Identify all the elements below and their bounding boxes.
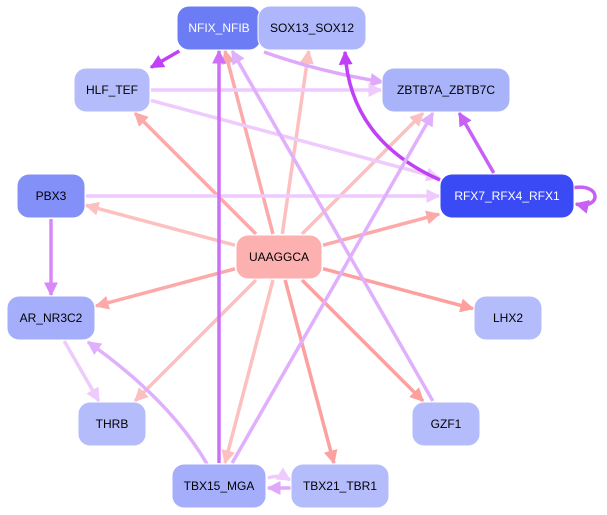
node-gzf1[interactable]: GZF1 [411,401,481,447]
node-tbx21-tbr1[interactable]: TBX21_TBR1 [290,463,390,509]
node-sox13-sox12[interactable]: SOX13_SOX12 [257,5,367,51]
edge-rfx7-rfx4-rfx1-to-sox13-sox12 [338,50,441,182]
node-label: SOX13_SOX12 [270,21,354,35]
node-label: RFX7_RFX4_RFX1 [454,189,560,203]
node-box[interactable] [235,234,323,280]
node-box[interactable] [6,295,96,341]
edge-uaaggca-to-hlf-tef [133,111,258,236]
node-box[interactable] [171,463,267,509]
node-label: NFIX_NFIB [188,21,249,35]
edge-rfx7-rfx4-rfx1-to-rfx7-rfx4-rfx1 [571,185,597,214]
node-nfix-nfib[interactable]: NFIX_NFIB [176,5,262,51]
edge-uaaggca-to-nfix-nfib [221,49,275,235]
node-box[interactable] [77,401,147,447]
node-label: LHX2 [493,311,523,325]
node-lhx2[interactable]: LHX2 [473,295,543,341]
node-box[interactable] [290,463,390,509]
node-label: THRB [96,417,129,431]
edge-rfx7-rfx4-rfx1-to-zbtb7a-zbtb7c [457,111,496,174]
node-box[interactable] [257,5,367,51]
edge-uaaggca-to-thrb [133,278,258,403]
node-uaaggca[interactable]: UAAGGCA [235,234,323,280]
node-pbx3[interactable]: PBX3 [16,173,86,219]
edge-nfix-nfib-to-hlf-tef [149,49,181,69]
edge-uaaggca-to-lhx2 [322,267,475,313]
node-box[interactable] [473,295,543,341]
edge-uaaggca-to-ar-nr3c2 [94,267,236,310]
node-box[interactable] [411,401,481,447]
node-rfx7-rfx4-rfx1[interactable]: RFX7_RFX4_RFX1 [439,173,575,219]
node-label: TBX21_TBR1 [303,479,377,493]
edge-tbx15-mga-to-tbx21-tbr1 [267,467,292,482]
edge-uaaggca-to-pbx3 [84,201,236,247]
node-label: ZBTB7A_ZBTB7C [397,83,495,97]
edge-tbx15-mga-to-ar-nr3c2 [86,340,209,465]
node-box[interactable] [73,67,151,113]
node-tbx15-mga[interactable]: TBX15_MGA [171,463,267,509]
node-label: HLF_TEF [86,83,138,97]
edge-uaaggca-to-gzf1 [300,278,425,403]
edge-uaaggca-to-sox13-sox12 [280,49,314,235]
node-box[interactable] [381,67,511,113]
edge-tbx15-mga-to-zbtb7a-zbtb7c [230,111,435,464]
node-label: PBX3 [36,189,67,203]
edge-ar-nr3c2-to-thrb [62,340,101,403]
node-label: UAAGGCA [249,250,309,264]
node-hlf-tef[interactable]: HLF_TEF [73,67,151,113]
node-label: AR_NR3C2 [20,311,83,325]
edge-nfix-nfib-to-zbtb7a-zbtb7c [263,50,385,87]
edge-hlf-tef-to-rfx7-rfx4-rfx1 [150,98,441,182]
node-ar-nr3c2[interactable]: AR_NR3C2 [6,295,96,341]
edge-gzf1-to-nfix-nfib [230,49,435,402]
node-thrb[interactable]: THRB [77,401,147,447]
node-box[interactable] [439,173,575,219]
edge-uaaggca-to-tbx21-tbr1 [283,279,338,465]
edges-layer [44,17,597,495]
node-zbtb7a-zbtb7c[interactable]: ZBTB7A_ZBTB7C [381,67,511,113]
node-box[interactable] [16,173,86,219]
node-label: TBX15_MGA [184,479,255,493]
edge-uaaggca-to-tbx15-mga [221,279,275,465]
node-label: GZF1 [431,417,462,431]
edge-uaaggca-to-zbtb7a-zbtb7c [300,111,425,236]
